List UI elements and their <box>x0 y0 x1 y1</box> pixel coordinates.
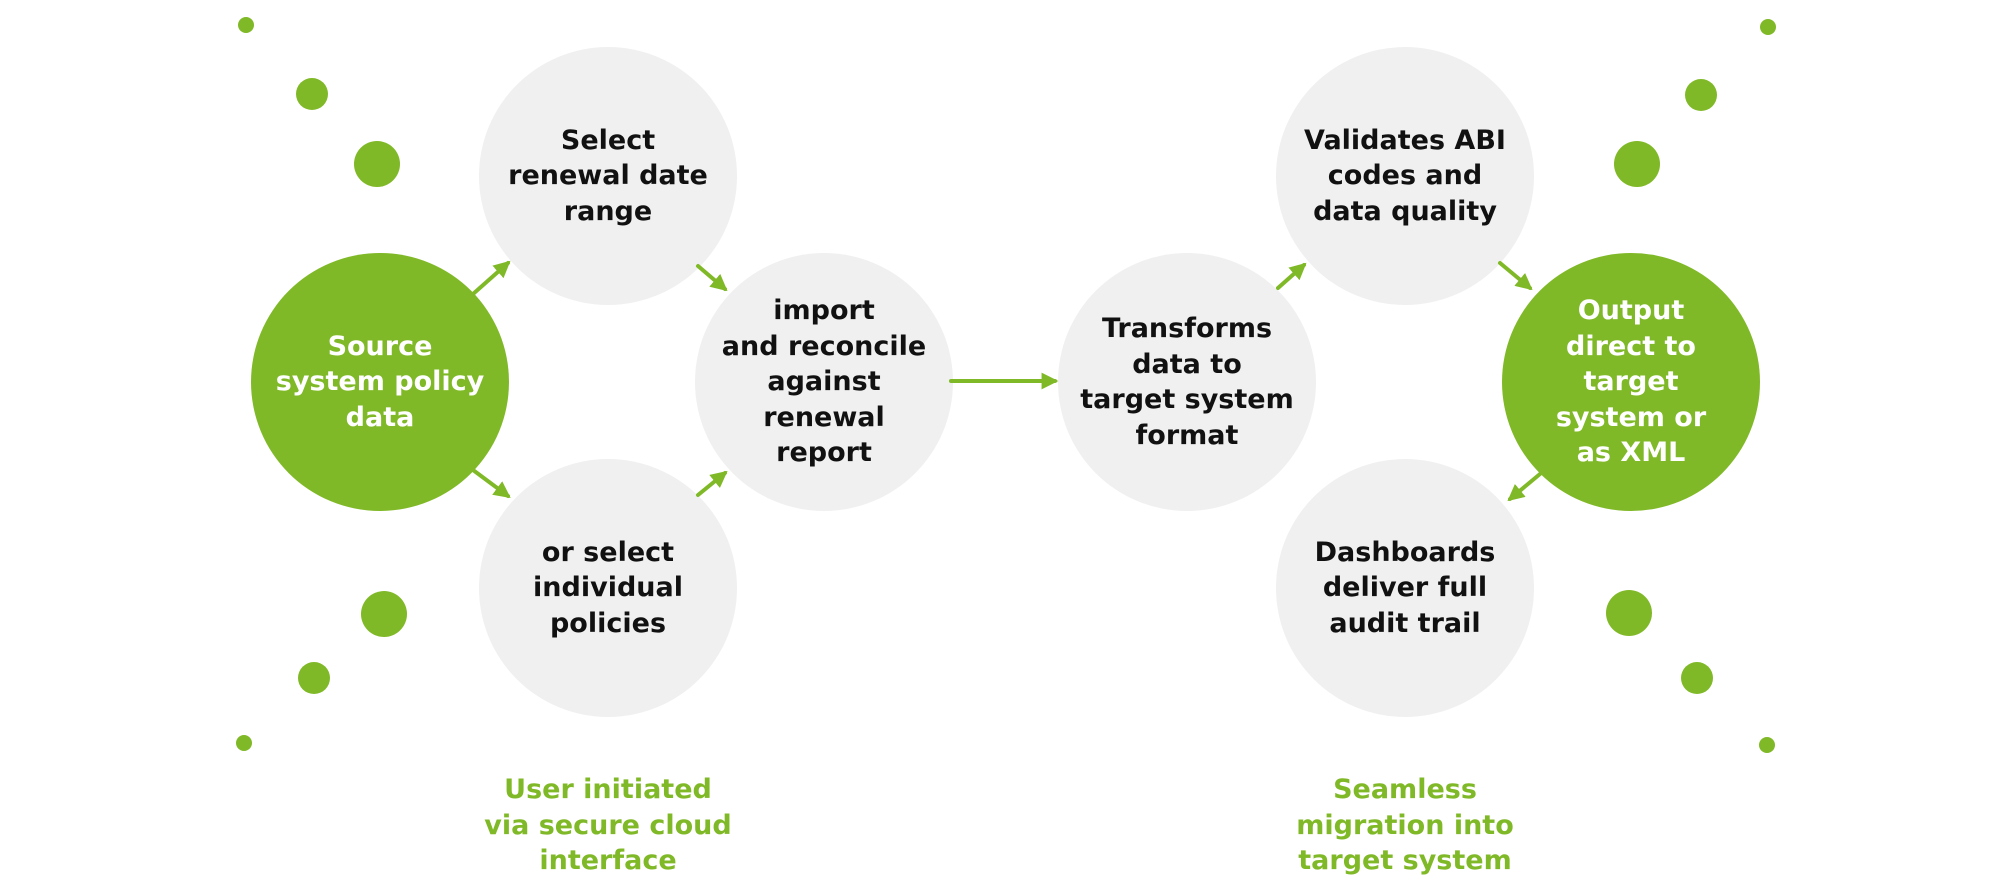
decor-dot <box>1614 141 1660 187</box>
decor-dot <box>236 735 252 751</box>
arrow-source-to-individual <box>471 468 511 499</box>
dashboards-label: Dashboards deliver full audit trail <box>1314 536 1496 639</box>
select-range-node: Select renewal date range <box>479 47 737 305</box>
dashboards-node: Dashboards deliver full audit trail <box>1276 459 1534 717</box>
decor-dot <box>238 17 254 33</box>
decor-dot <box>1681 662 1713 694</box>
select-individual-label: or select individual policies <box>533 536 683 639</box>
arrow-validates-to-output <box>1498 261 1533 291</box>
arrow-range-to-import <box>696 264 728 292</box>
import-reconcile-label: import and reconcile against renewal rep… <box>721 295 927 469</box>
arrow-output-to-dashboards <box>1507 472 1542 502</box>
transforms-node: Transforms data to target system format <box>1058 253 1316 511</box>
output-label: Output direct to target system or as XML <box>1555 295 1707 469</box>
select-individual-node: or select individual policies <box>479 459 737 717</box>
output-node: Output direct to target system or as XML <box>1502 253 1760 511</box>
decor-dot <box>1759 737 1775 753</box>
left-caption: User initiated via secure cloud interfac… <box>484 774 732 876</box>
validates-node: Validates ABI codes and data quality <box>1276 47 1534 305</box>
arrow-source-to-range <box>471 260 511 296</box>
right-caption: Seamless migration into target system <box>1296 774 1514 876</box>
source-system-node: Source system policy data <box>251 253 509 511</box>
decor-dot <box>1760 19 1776 35</box>
decor-dot <box>1606 590 1652 636</box>
import-reconcile-node: import and reconcile against renewal rep… <box>695 253 953 511</box>
arrow-individual-to-import <box>696 470 728 497</box>
decor-dot <box>361 591 407 637</box>
decor-dot <box>298 662 330 694</box>
decor-dot <box>354 141 400 187</box>
decor-dot <box>1685 79 1717 111</box>
transforms-label: Transforms data to target system format <box>1080 313 1294 451</box>
validates-label: Validates ABI codes and data quality <box>1304 124 1506 227</box>
arrow-transforms-to-validates <box>1276 262 1307 290</box>
source-system-label: Source system policy data <box>275 330 485 433</box>
select-range-label: Select renewal date range <box>508 124 708 227</box>
decor-dot <box>296 78 328 110</box>
